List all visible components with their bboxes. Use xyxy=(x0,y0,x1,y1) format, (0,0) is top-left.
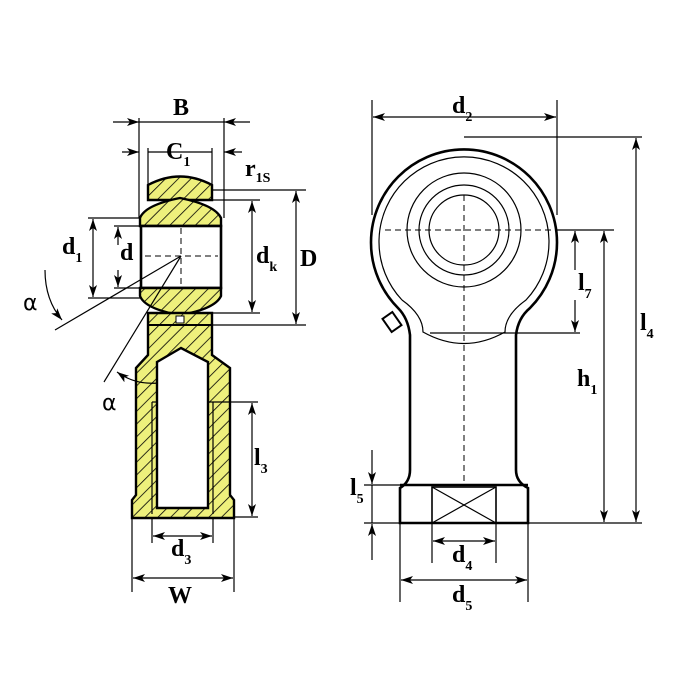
label-alpha-lower: α xyxy=(102,391,117,416)
label-B: B xyxy=(173,95,189,121)
ball-upper xyxy=(138,196,223,228)
label-d2: d2 xyxy=(452,93,472,125)
label-l5: l5 xyxy=(350,475,364,507)
ball-lower xyxy=(138,286,223,317)
lube-hole xyxy=(175,315,185,324)
label-l4: l4 xyxy=(640,310,654,342)
label-d4: d4 xyxy=(452,542,472,574)
label-r1s: r1S xyxy=(245,156,271,186)
front-view: d2 l7 h1 l4 l5 d4 d5 xyxy=(350,93,654,614)
section-view: B C1 r1S d1 d dk D α α l3 d3 W xyxy=(23,95,317,609)
label-d5: d5 xyxy=(452,582,472,614)
grease-nipple xyxy=(381,310,403,334)
label-d1: d1 xyxy=(62,234,82,266)
label-h1: h1 xyxy=(577,366,597,398)
label-d3: d3 xyxy=(171,536,191,568)
label-d: d xyxy=(120,240,134,266)
label-l7: l7 xyxy=(578,270,592,302)
label-l3: l3 xyxy=(254,445,268,477)
housing-top xyxy=(146,175,214,202)
label-D: D xyxy=(300,246,317,272)
label-C1: C1 xyxy=(166,139,190,170)
label-W: W xyxy=(168,583,192,609)
label-dk: dk xyxy=(256,243,277,275)
label-alpha-upper: α xyxy=(23,291,38,316)
thread-cavity xyxy=(155,346,210,510)
